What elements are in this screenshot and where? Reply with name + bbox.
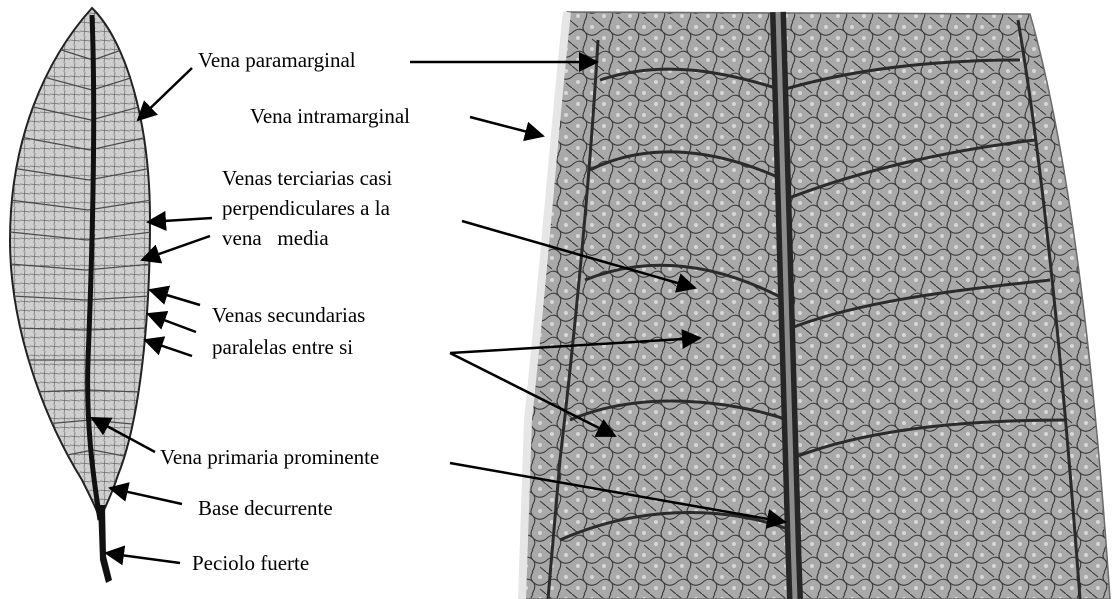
label-secundarias: Venas secundarias paralelas entre si <box>212 299 365 363</box>
label-paramarginal: Vena paramarginal <box>198 46 356 74</box>
label-peciolo: Peciolo fuerte <box>192 549 309 577</box>
arrow-intramarginal <box>470 117 543 136</box>
label-primaria: Vena primaria prominente <box>160 443 379 471</box>
arrow-secundarias-3 <box>145 340 192 356</box>
label-secundarias-line-2: paralelas entre si <box>212 331 365 363</box>
closeup-blade <box>520 12 1110 599</box>
label-terciarias-line-3: vena media <box>222 223 392 253</box>
label-primaria-text: Vena primaria prominente <box>160 443 379 471</box>
arrow-terciarias-1 <box>148 218 212 222</box>
label-secundarias-line-1: Venas secundarias <box>212 299 365 331</box>
label-intramarginal-text: Vena intramarginal <box>250 102 410 130</box>
arrow-terciarias-2 <box>142 236 210 260</box>
arrow-paramarginal-left <box>138 68 192 120</box>
label-terciarias-line-1: Venas terciarias casi <box>222 163 392 193</box>
whole-leaf-image <box>10 8 152 583</box>
label-peciolo-text: Peciolo fuerte <box>192 549 309 577</box>
label-terciarias: Venas terciarias casi perpendiculares a … <box>222 163 392 253</box>
venation-closeup-image <box>520 12 1110 599</box>
label-intramarginal: Vena intramarginal <box>250 102 410 130</box>
arrow-secundarias-2 <box>148 314 196 332</box>
label-base: Base decurrente <box>198 494 333 522</box>
arrow-base <box>110 488 182 504</box>
arrow-peciolo <box>106 553 180 563</box>
label-paramarginal-text: Vena paramarginal <box>198 46 356 74</box>
arrow-secundarias-1 <box>150 290 200 305</box>
leaf-petiole <box>98 505 112 583</box>
label-base-text: Base decurrente <box>198 494 333 522</box>
leaf-blade <box>10 8 150 520</box>
label-terciarias-line-2: perpendiculares a la <box>222 193 392 223</box>
